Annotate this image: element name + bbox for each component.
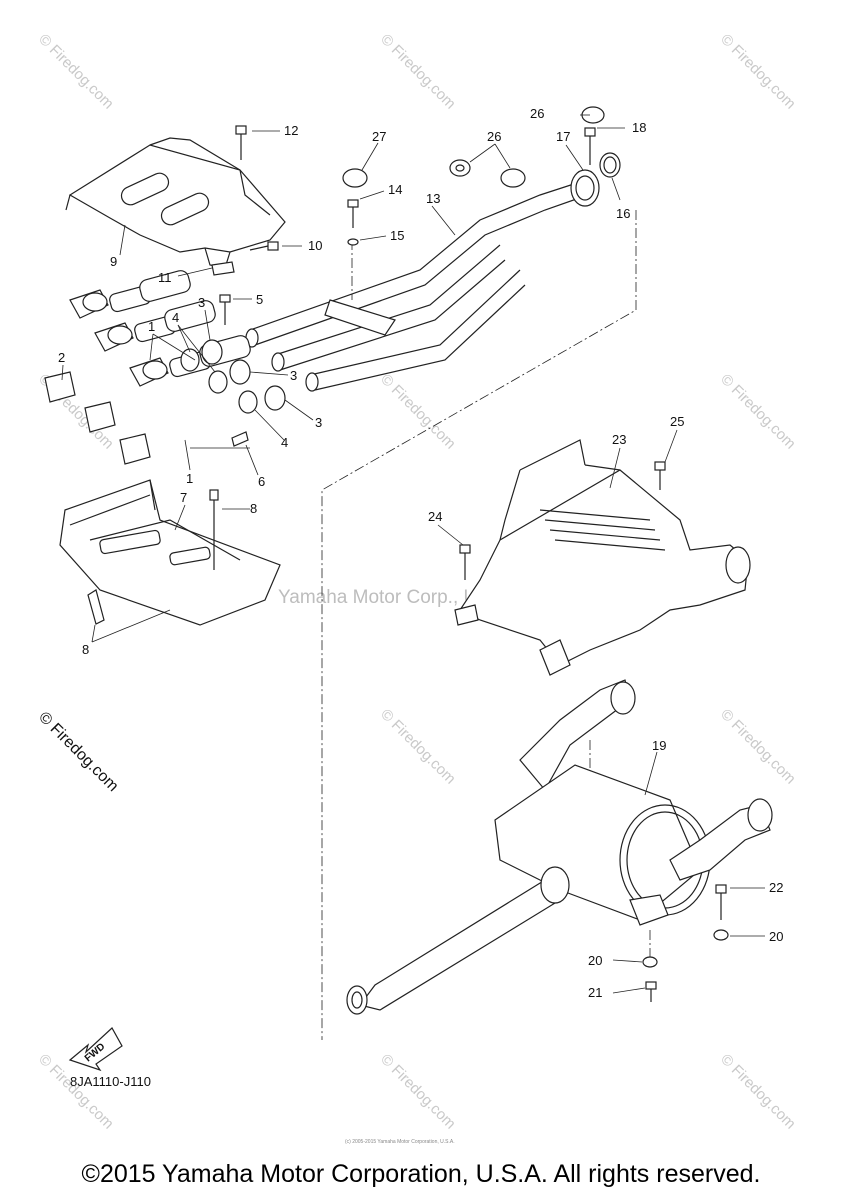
callout-11: 11 bbox=[158, 270, 172, 285]
watermark: © Firedog.com bbox=[35, 31, 117, 113]
center-watermark: Yamaha Motor Corp., U.S.A. bbox=[278, 587, 518, 608]
callout-10: 10 bbox=[308, 238, 322, 253]
callout-24: 24 bbox=[428, 509, 442, 524]
callout-20: 20 bbox=[769, 929, 783, 944]
callout-1: 1 bbox=[148, 319, 155, 334]
callout-4: 4 bbox=[281, 435, 288, 450]
watermark: © Firedog.com bbox=[717, 371, 799, 453]
upper-heat-shield bbox=[65, 137, 286, 269]
tiny-copyright-notice: (c) 2005-2015 Yamaha Motor Corporation, … bbox=[345, 1139, 455, 1145]
callout-8: 8 bbox=[82, 642, 89, 657]
muffler-bolts-washers bbox=[642, 884, 729, 1002]
callout-27: 27 bbox=[372, 129, 386, 144]
copyright-footer: ©2015 Yamaha Motor Corporation, U.S.A. A… bbox=[81, 1160, 761, 1188]
lower-heat-shield bbox=[59, 479, 281, 626]
watermark: © Firedog.com bbox=[377, 31, 459, 113]
caps bbox=[342, 106, 605, 188]
callout-8: 8 bbox=[250, 501, 257, 516]
callout-3: 3 bbox=[315, 415, 322, 430]
callout-23: 23 bbox=[612, 432, 626, 447]
callout-12: 12 bbox=[284, 123, 298, 138]
upper-bolts bbox=[211, 125, 279, 276]
callout-1: 1 bbox=[186, 471, 193, 486]
callout-3: 3 bbox=[290, 368, 297, 383]
watermark: © Firedog.com bbox=[717, 31, 799, 113]
callout-26: 26 bbox=[530, 106, 544, 121]
callout-6: 6 bbox=[258, 474, 265, 489]
forward-arrow-icon: FWD bbox=[68, 1027, 123, 1072]
callout-20: 20 bbox=[588, 953, 602, 968]
pipe-clamp-and-ring bbox=[570, 127, 621, 207]
callout-3: 3 bbox=[198, 295, 205, 310]
callout-5: 5 bbox=[256, 292, 263, 307]
callout-25: 25 bbox=[670, 414, 684, 429]
callout-labels: 12 27 26 26 17 18 14 13 15 16 9 10 11 3 … bbox=[58, 106, 783, 1000]
callout-16: 16 bbox=[616, 206, 630, 221]
callout-15: 15 bbox=[390, 228, 404, 243]
callout-14: 14 bbox=[388, 182, 402, 197]
watermark: © Firedog.com bbox=[377, 1051, 459, 1133]
y-exhaust-pipe bbox=[245, 178, 590, 392]
callout-7: 7 bbox=[180, 490, 187, 505]
callout-9: 9 bbox=[110, 254, 117, 269]
callout-19: 19 bbox=[652, 738, 666, 753]
watermark: © Firedog.com bbox=[377, 706, 459, 788]
callout-18: 18 bbox=[632, 120, 646, 135]
callout-13: 13 bbox=[426, 191, 440, 206]
callout-4: 4 bbox=[172, 310, 179, 325]
firedog-watermark-dark: © Firedog.com bbox=[35, 709, 121, 795]
watermark: © Firedog.com bbox=[717, 1051, 799, 1133]
callout-2: 2 bbox=[58, 350, 65, 365]
muffler-heat-cover bbox=[454, 439, 751, 676]
watermark: © Firedog.com bbox=[35, 1051, 117, 1133]
watermark: © Firedog.com bbox=[377, 371, 459, 453]
watermark: © Firedog.com bbox=[717, 706, 799, 788]
front-pipes-and-bellows bbox=[44, 270, 286, 465]
muffler bbox=[346, 679, 773, 1015]
callout-22: 22 bbox=[769, 880, 783, 895]
callout-21: 21 bbox=[588, 985, 602, 1000]
diagram-part-code: 8JA1110-J110 bbox=[70, 1074, 151, 1089]
bolt-14-washer-15 bbox=[347, 199, 359, 246]
leader-lines bbox=[61, 114, 765, 994]
callout-17: 17 bbox=[556, 129, 570, 144]
callout-26: 26 bbox=[487, 129, 501, 144]
